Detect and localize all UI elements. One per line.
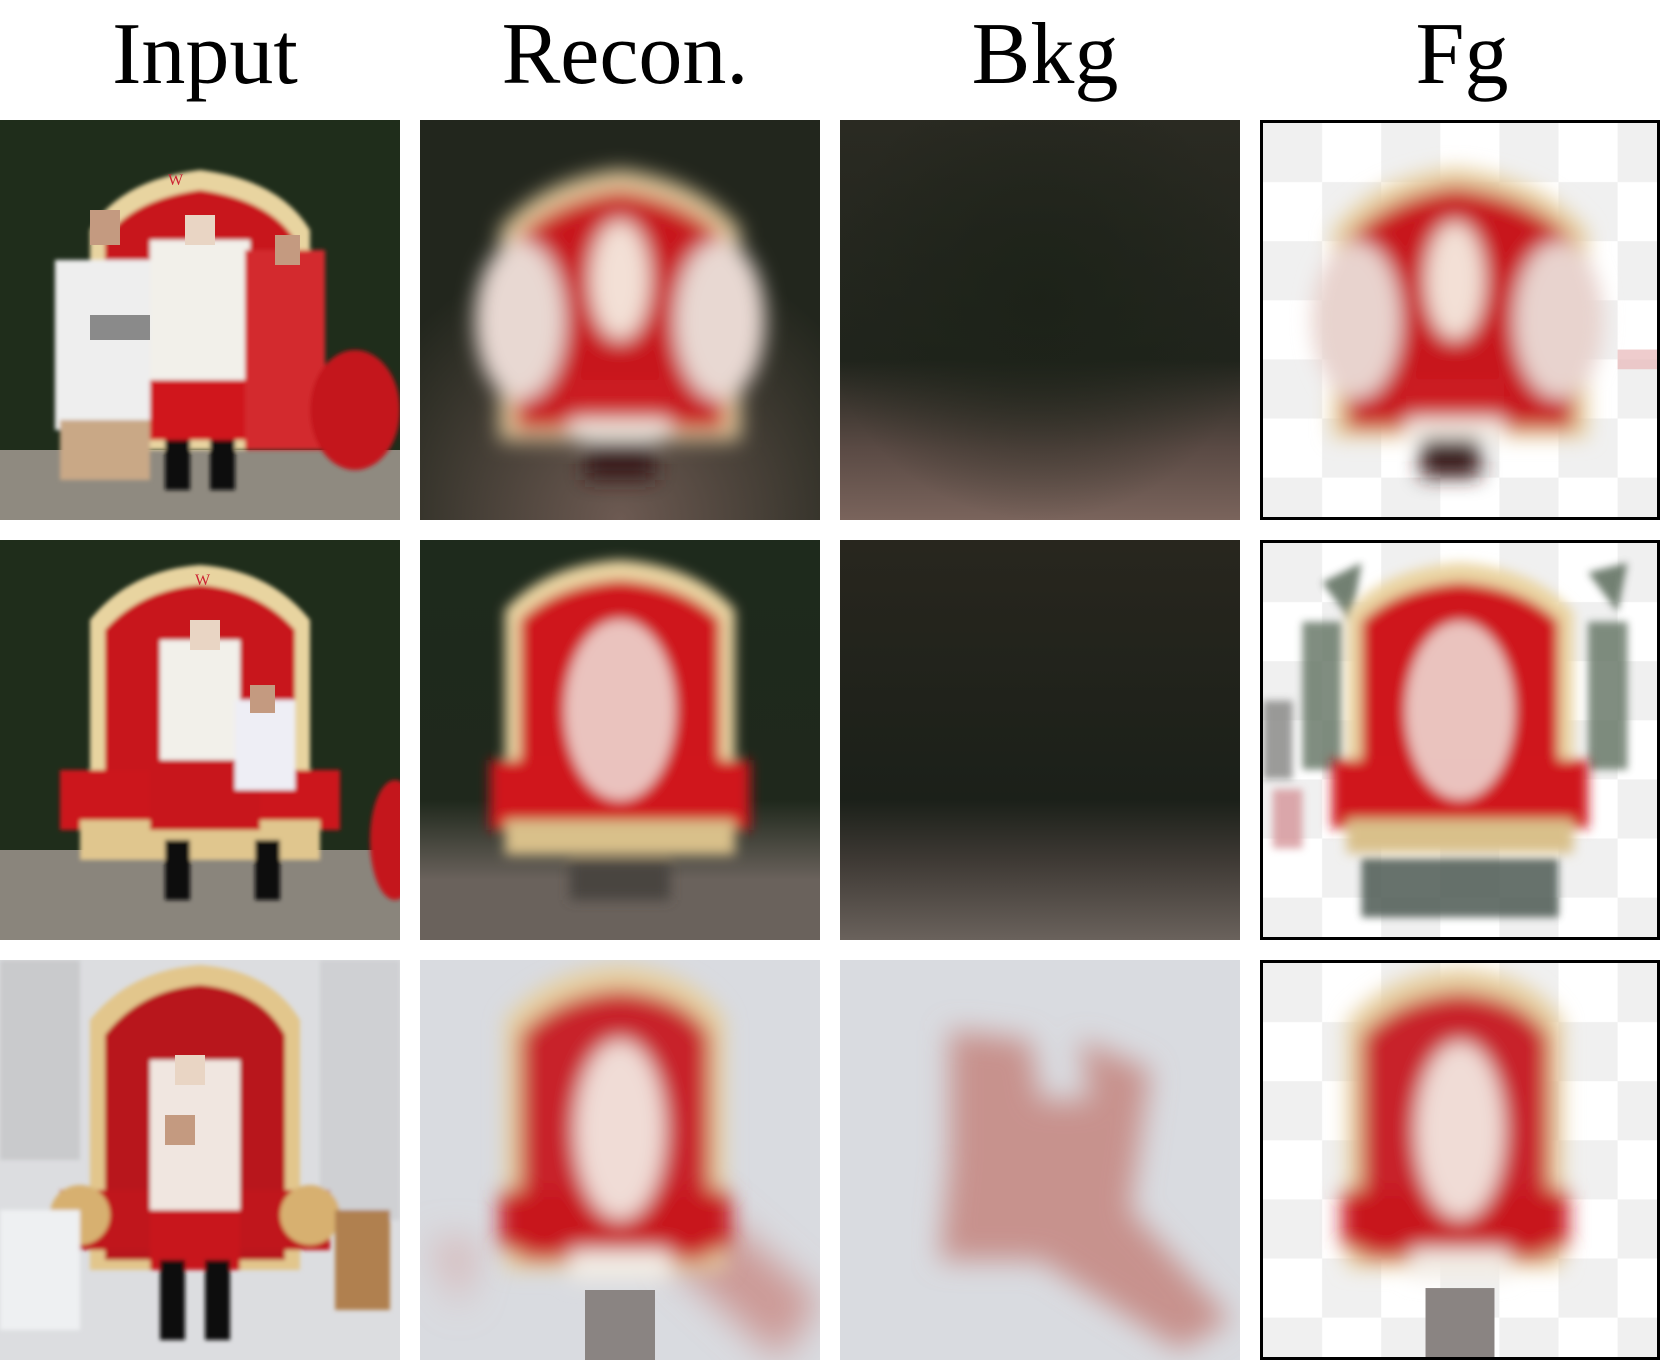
row2-fg-image <box>1260 540 1660 940</box>
row1-recon-image <box>420 120 820 520</box>
column-header-input: Input <box>112 6 298 103</box>
row3-recon-image <box>420 960 820 1360</box>
column-header-recon: Recon. <box>501 6 749 103</box>
row2-recon-image <box>420 540 820 940</box>
row3-bkg-image <box>840 960 1240 1360</box>
row1-input-image: W <box>0 120 400 520</box>
column-header-fg: Fg <box>1415 6 1509 103</box>
row3-input-image <box>0 960 400 1360</box>
row1-bkg-image <box>840 120 1240 520</box>
row1-input-watermark: W <box>168 172 184 189</box>
row1-fg-image <box>1260 120 1660 520</box>
row3-fg-image <box>1260 960 1660 1360</box>
row2-bkg-image <box>840 540 1240 940</box>
row2-input-image: W <box>0 540 400 940</box>
column-header-bkg: Bkg <box>971 6 1119 103</box>
row2-input-watermark: W <box>195 572 211 589</box>
